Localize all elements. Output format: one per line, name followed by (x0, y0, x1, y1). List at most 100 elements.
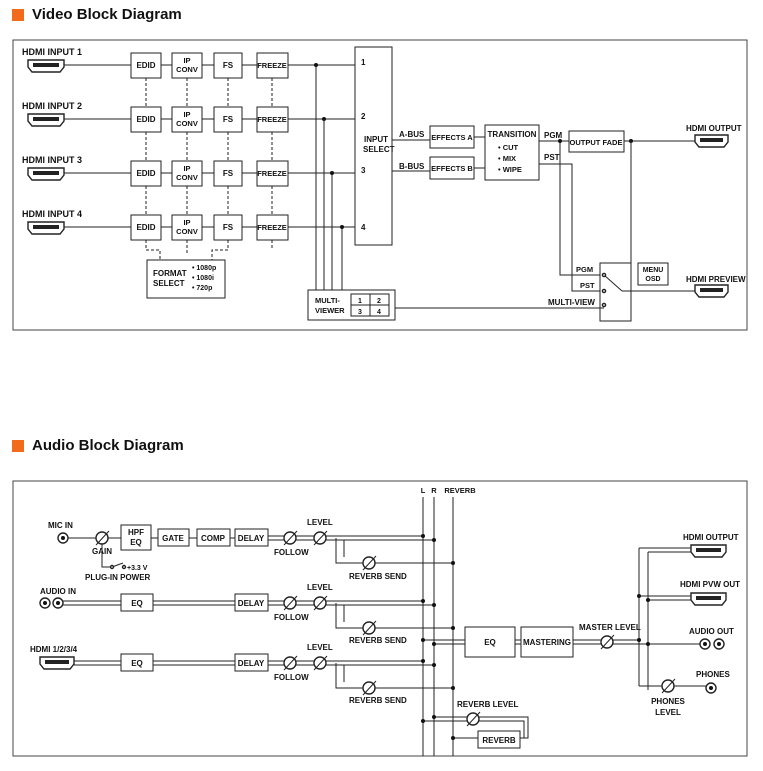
format-1080i: • 1080i (192, 275, 214, 282)
fs-box (213, 52, 243, 79)
follow-knob-icon (283, 595, 298, 611)
follow-label: FOLLOW (274, 673, 309, 682)
plug-in-power-label: PLUG-IN POWER (85, 573, 151, 582)
input-select-label-2: SELECT (363, 145, 395, 154)
ip-conv-label-conv: CONV (176, 173, 198, 182)
ip-conv-label-ip: IP (183, 218, 190, 227)
fs-label: FS (223, 169, 234, 178)
transition-label: TRANSITION (488, 130, 537, 139)
fs-label: FS (223, 61, 234, 70)
audio-in-label: AUDIO IN (40, 587, 76, 596)
ip-conv-box (171, 106, 203, 133)
format-select-label-2: SELECT (153, 279, 185, 288)
level-knob-icon (313, 595, 328, 611)
orange-square-icon (12, 439, 24, 452)
ip-conv-label-conv: CONV (176, 119, 198, 128)
fs-box (213, 160, 243, 187)
delay-box (234, 528, 269, 547)
ip-conv-box (171, 160, 203, 187)
hdmi-input-2-label: HDMI INPUT 2 (22, 101, 82, 111)
output-fade-label: OUTPUT FADE (570, 138, 623, 147)
plus-33v-label: +3.3 V (127, 565, 148, 572)
mic-in-jack-icon (57, 532, 69, 544)
reverb-send-label: REVERB SEND (349, 636, 407, 645)
transition-wipe: • WIPE (498, 165, 522, 174)
bus-l-label: L (421, 486, 426, 495)
master-eq-box (464, 626, 516, 658)
audio-out-jack-icon (699, 638, 725, 650)
level-knob-icon (313, 655, 328, 671)
phones-label: PHONES (696, 670, 730, 679)
edid-label: EDID (136, 115, 155, 124)
hdmi-pvw-out-label: HDMI PVW OUT (680, 580, 740, 589)
hdmi-1234-jack-icon (39, 656, 75, 670)
phones-level-label-1: PHONES (651, 697, 685, 706)
hdmi-pvw-out-jack-icon (690, 592, 727, 606)
video-row-1 (130, 52, 289, 79)
hdmi-input-3-label: HDMI INPUT 3 (22, 155, 82, 165)
fs-label: FS (223, 223, 234, 232)
hdmi-input-3-jack-icon (27, 167, 65, 181)
pst-label: PST (544, 153, 560, 162)
delay-label: DELAY (238, 659, 265, 668)
edid-label: EDID (136, 169, 155, 178)
ip-conv-box (171, 214, 203, 241)
freeze-label: FREEZE (257, 61, 287, 70)
mv-num-1: 1 (358, 298, 362, 305)
freeze-label: FREEZE (257, 169, 287, 178)
fs-box (213, 214, 243, 241)
reverb-label: REVERB (482, 736, 516, 745)
select-num-3: 3 (361, 166, 366, 175)
freeze-label: FREEZE (257, 115, 287, 124)
level-label: LEVEL (307, 583, 333, 592)
follow-label: FOLLOW (274, 613, 309, 622)
hdmi-preview-jack-icon (694, 284, 729, 298)
bus-reverb-label: REVERB (444, 486, 476, 495)
menu-osd-box (637, 262, 669, 286)
fs-box (213, 106, 243, 133)
eq-box (120, 593, 154, 612)
audio-diagram-frame (12, 480, 748, 757)
video-row-4 (130, 214, 289, 241)
phones-level-label-2: LEVEL (655, 708, 681, 717)
reverb-send-label: REVERB SEND (349, 572, 407, 581)
reverb-send-knob-icon (362, 620, 377, 636)
fs-label: FS (223, 115, 234, 124)
ip-conv-label-ip: IP (183, 110, 190, 119)
mastering-label: MASTERING (523, 638, 571, 647)
eq-label: EQ (130, 538, 142, 547)
transition-mix: • MIX (498, 154, 516, 163)
reverb-level-knob-icon (466, 711, 481, 727)
eq-label: EQ (131, 599, 143, 608)
hdmi-output-audio-jack-icon (690, 544, 727, 558)
audio-out-label: AUDIO OUT (689, 627, 734, 636)
effects-a-label: EFFECTS A (431, 133, 473, 142)
edid-box (130, 106, 162, 133)
pgm-label-switch: PGM (576, 265, 593, 274)
video-heading-text: Video Block Diagram (32, 6, 182, 23)
format-select-box (146, 259, 226, 299)
reverb-send-knob-icon (362, 555, 377, 571)
gate-label: GATE (162, 534, 184, 543)
input-select-box (354, 46, 393, 246)
freeze-box (256, 160, 289, 187)
phones-jack-icon (705, 682, 717, 694)
hpf-label: HPF (128, 528, 144, 537)
ip-conv-box (171, 52, 203, 79)
osd-label: OSD (645, 276, 660, 283)
transition-box (484, 124, 540, 181)
hdmi-input-2-jack-icon (27, 113, 65, 127)
ip-conv-label-ip: IP (183, 164, 190, 173)
hdmi-output-audio-label: HDMI OUTPUT (683, 533, 739, 542)
select-num-4: 4 (361, 223, 366, 232)
orange-square-icon (12, 8, 24, 21)
level-knob-icon (313, 530, 328, 546)
ip-conv-label-ip: IP (183, 56, 190, 65)
multiviewer-label-2: VIEWER (315, 306, 345, 315)
level-label: LEVEL (307, 518, 333, 527)
mv-num-3: 3 (358, 309, 362, 316)
reverb-box (477, 730, 521, 749)
freeze-box (256, 106, 289, 133)
select-num-2: 2 (361, 112, 366, 121)
mv-num-4: 4 (377, 309, 381, 316)
